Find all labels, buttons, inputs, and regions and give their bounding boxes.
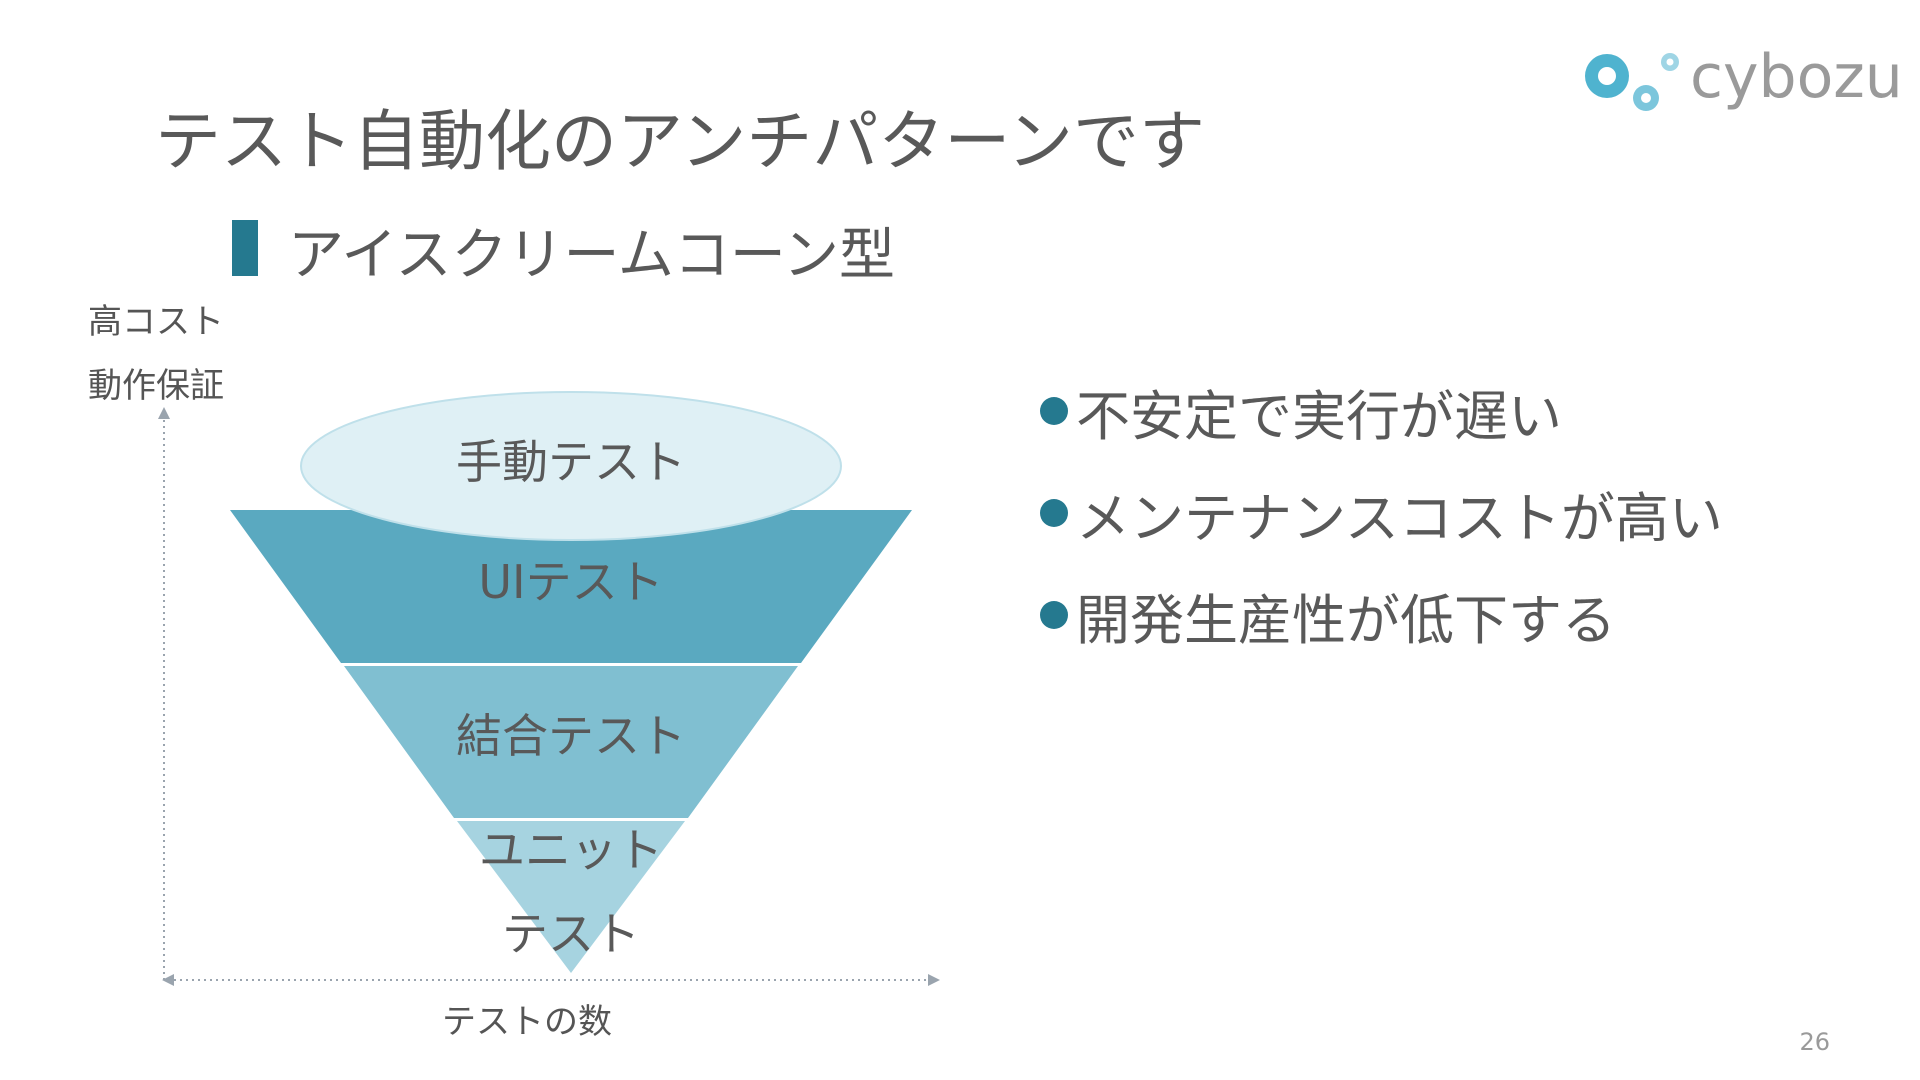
cone-top-manual-test <box>300 391 842 541</box>
y-axis-label-cost: 高コスト <box>88 302 224 342</box>
bullet-text: 開発生産性が低下する <box>1076 588 1616 652</box>
bullet-text: 不安定で実行が遅い <box>1076 384 1562 448</box>
bullet-item: 不安定で実行が遅い <box>1040 360 1723 462</box>
bullet-dot-icon <box>1040 397 1068 425</box>
bullet-list: 不安定で実行が遅い メンテナンスコストが高い 開発生産性が低下する <box>1040 360 1723 666</box>
cone-layer-ui-test <box>230 510 912 663</box>
logo-circles-icon <box>1585 53 1679 111</box>
logo-text: cybozu <box>1690 42 1903 112</box>
cone-label-manual-test: 手動テスト <box>456 435 686 489</box>
slide-title: テスト自動化のアンチパターンです <box>155 103 1206 180</box>
y-axis-label-assurance: 動作保証 <box>88 366 224 406</box>
bullet-item: 開発生産性が低下する <box>1040 564 1723 666</box>
cone-label-unit-line2: テスト <box>502 907 640 961</box>
x-axis-label: テストの数 <box>442 1002 612 1042</box>
subtitle: アイスクリームコーン型 <box>288 223 896 288</box>
cone-label-ui-test: UIテスト <box>478 555 663 609</box>
bullet-dot-icon <box>1040 601 1068 629</box>
cone-layer-unit-test <box>457 821 685 973</box>
bullet-dot-icon <box>1040 499 1068 527</box>
cone-label-unit-line1: ユニット <box>479 823 663 877</box>
cone-layer-integration-test <box>344 666 798 818</box>
subtitle-marker <box>232 220 258 276</box>
bullet-text: メンテナンスコストが高い <box>1076 486 1723 550</box>
bullet-item: メンテナンスコストが高い <box>1040 462 1723 564</box>
page-number: 26 <box>1799 1028 1830 1056</box>
cone-label-integration-test: 結合テスト <box>456 709 686 763</box>
